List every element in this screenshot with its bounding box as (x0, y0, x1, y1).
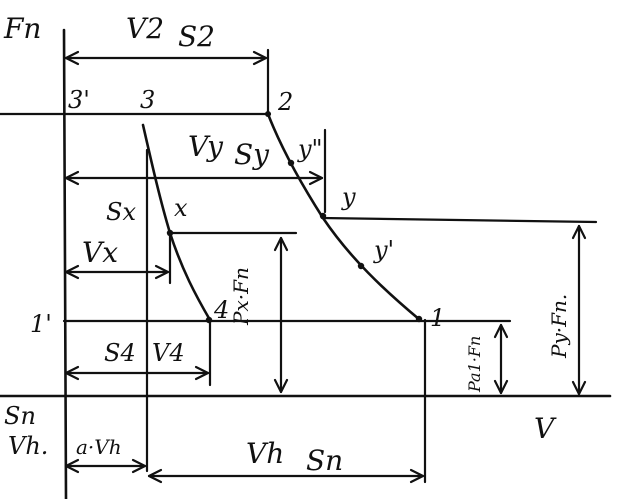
arrow-vy-right (308, 170, 324, 186)
label-s4: S4 (104, 339, 136, 367)
vertical-axis (62, 28, 68, 499)
point-2 (265, 111, 271, 117)
arrow-py-top (571, 224, 587, 240)
label-point-1: 1 (430, 304, 445, 332)
arrow-pa1-top (493, 323, 509, 339)
arrow-s4-left (64, 365, 80, 381)
label-y: y (341, 183, 356, 211)
point-y-double-prime (287, 159, 295, 167)
label-vy: Vy (188, 130, 224, 163)
arrow-vh-right (409, 468, 425, 484)
arrow-s4-right (194, 365, 210, 381)
label-sn: Sn (306, 444, 343, 477)
label-px-fn: Px·Fn (229, 267, 253, 326)
arrow-vx-left (64, 264, 80, 280)
label-point-3: 3 (140, 86, 155, 114)
arrow-vh-left (147, 468, 163, 484)
label-sx: Sx (106, 198, 136, 226)
arrow-py-bottom (571, 380, 587, 396)
label-y-double-prime: y" (297, 135, 323, 163)
label-point-1prime: 1' (30, 310, 52, 338)
label-point-3prime: 3' (68, 86, 90, 114)
point-1 (415, 315, 423, 323)
label-vh-left: Vh. (8, 432, 48, 460)
point-y (319, 212, 327, 220)
arrow-avh-right (131, 458, 147, 474)
label-v2: V2 (126, 12, 164, 45)
label-vx: Vx (82, 236, 118, 269)
label-fn-axis: Fn (3, 12, 41, 45)
arrow-vy-left (64, 170, 80, 186)
label-v4: V4 (152, 339, 185, 367)
level-line-y (320, 216, 598, 224)
label-vh: Vh (246, 437, 284, 470)
arrow-px-bottom (273, 378, 289, 394)
label-point-2: 2 (277, 88, 293, 116)
label-x: x (174, 194, 188, 222)
label-sy: Sy (234, 138, 270, 171)
arrow-v2-left (64, 50, 80, 66)
point-4 (205, 316, 213, 324)
label-py-fn: Py·Fn. (547, 294, 571, 359)
label-a-vh: a·Vh (76, 435, 122, 459)
expansion-curve-2-1 (266, 112, 422, 322)
arrow-v2-right (252, 50, 268, 66)
point-y-prime (357, 262, 365, 270)
label-sn-left: Sn (4, 402, 36, 430)
arrow-px-top (273, 236, 289, 252)
arrow-pa1-bottom (493, 379, 509, 395)
label-s2: S2 (178, 20, 215, 53)
label-v-axis: V (534, 412, 557, 445)
label-pa1-fn: Pa1·Fn (465, 336, 484, 393)
arrow-avh-left (64, 458, 80, 474)
label-y-prime: y' (373, 236, 394, 264)
arrow-vx-right (154, 264, 170, 280)
point-x (166, 229, 174, 237)
label-point-4: 4 (213, 296, 229, 324)
